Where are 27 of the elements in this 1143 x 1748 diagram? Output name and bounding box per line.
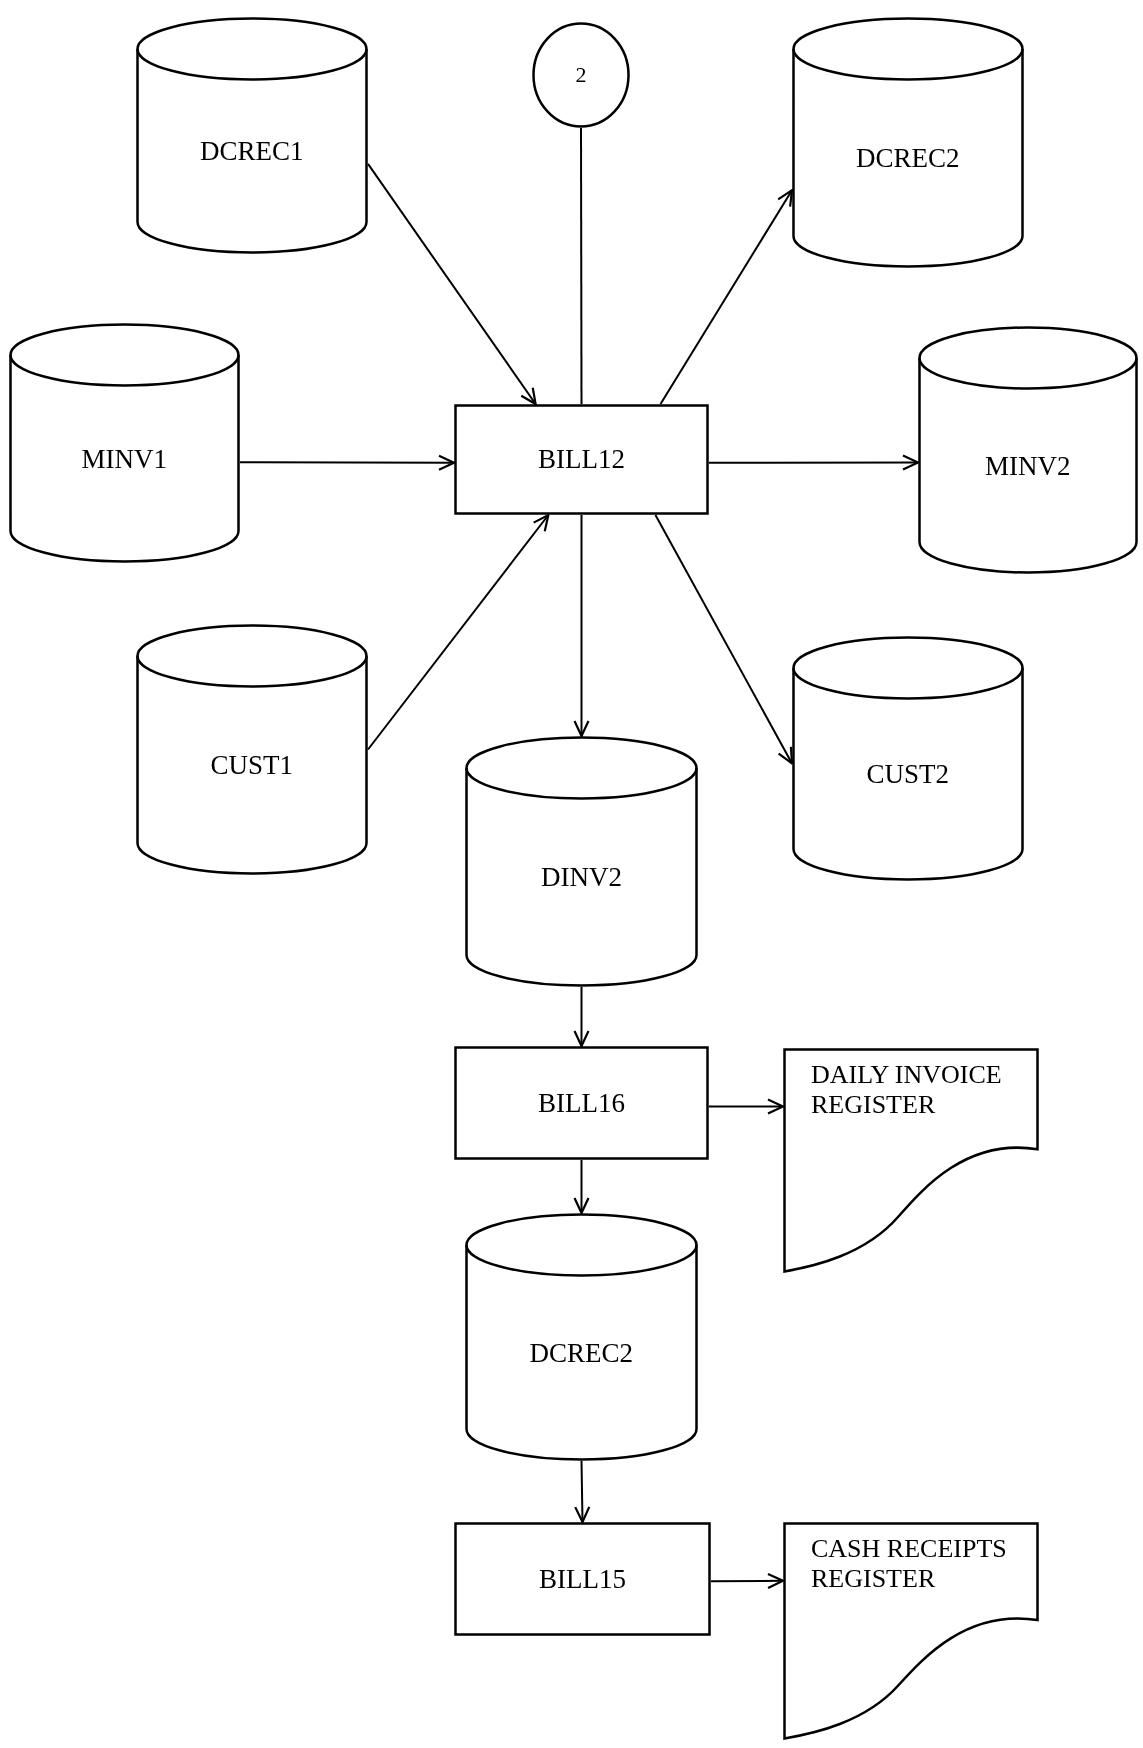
arrow — [573, 514, 590, 738]
arrow — [574, 1460, 591, 1524]
node-label: DINV2 — [541, 862, 622, 893]
node-label: DCREC1 — [200, 136, 304, 167]
arrow — [367, 513, 550, 751]
arrow — [367, 162, 537, 406]
node-label: CUST1 — [210, 750, 294, 781]
node-label: MINV1 — [81, 443, 167, 475]
node-label: CUST2 — [866, 759, 950, 790]
arrow — [710, 1572, 785, 1590]
arrow — [708, 1098, 785, 1115]
report-title: DAILY INVOICE REGISTER — [811, 1060, 1003, 1120]
arrow — [573, 986, 590, 1048]
arrow — [239, 454, 456, 471]
arrow — [708, 454, 920, 471]
node-label: DCREC2 — [529, 1337, 634, 1369]
node-label: BILL12 — [538, 444, 625, 475]
node-label: BILL16 — [538, 1087, 625, 1119]
connector-label: 2 — [575, 62, 587, 88]
arrow — [654, 514, 794, 765]
node-label: MINV2 — [985, 450, 1071, 482]
node-label: BILL15 — [539, 1563, 626, 1595]
arrow — [659, 189, 794, 405]
node-label: DCREC2 — [856, 143, 960, 174]
report-title: CASH RECEIPTS REGISTER — [811, 1534, 1008, 1594]
arrow — [573, 1159, 590, 1215]
connector-line — [580, 127, 583, 405]
